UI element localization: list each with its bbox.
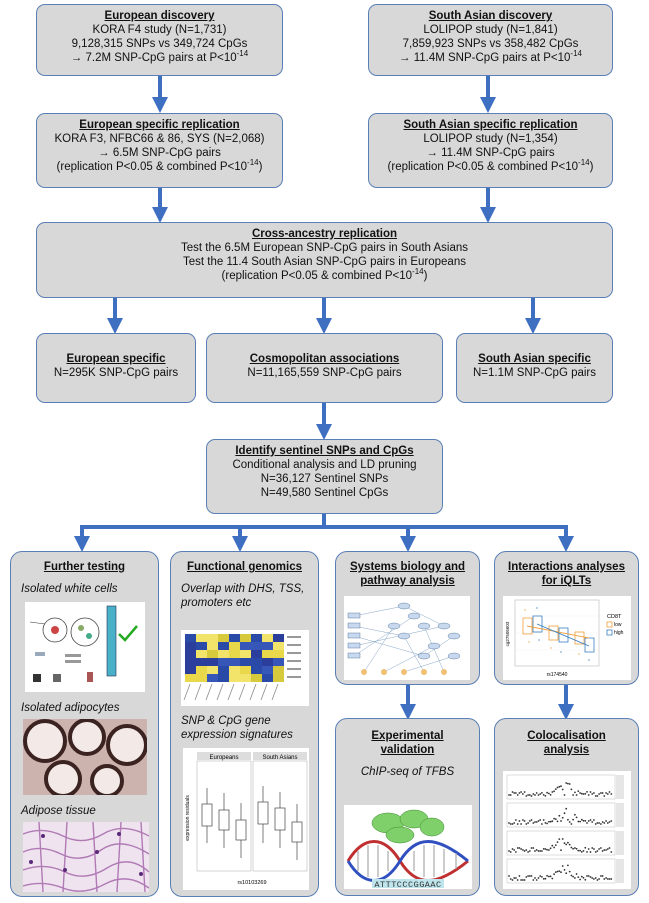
adipocytes-figure [23, 719, 147, 795]
functional-title: Functional genomics [186, 561, 302, 573]
sentinel-line-3: N=49,580 Sentinel CpGs [260, 487, 389, 499]
cross-ancestry-line-2: Test the 11.4 South Asian SNP-CpG pairs … [183, 256, 466, 268]
eu-replication-line-1: KORA F3, NFBC66 & 86, SYS (N=2,068) [54, 133, 265, 145]
expression-xlabel: rs10103269 [237, 880, 266, 886]
expression-boxplot-figure: Europeans South Asians expression residu… [183, 748, 309, 890]
systems-title-line-1: Systems biology and [349, 561, 466, 573]
coloc-title-line-1: Colocalisation [527, 730, 606, 742]
cross-ancestry-line-1: Test the 6.5M European SNP-CpG pairs in … [180, 242, 468, 254]
cross-ancestry-title: Cross-ancestry replication [251, 228, 398, 240]
facet-europeans: Europeans [209, 755, 238, 761]
experimental-item: ChIP-seq of TFBS [360, 766, 455, 778]
eu-discovery-title: European discovery [104, 10, 215, 22]
experimental-title-line-1: Experimental [371, 730, 444, 742]
cross-ancestry-box: Cross-ancestry replication Test the 6.5M… [36, 222, 613, 298]
sa-specific-box: South Asian specific N=1.1M SNP-CpG pair… [456, 333, 613, 403]
cosmopolitan-title: Cosmopolitan associations [249, 353, 400, 365]
white-cells-figure [25, 602, 145, 692]
eu-discovery-box: European discovery KORA F4 study (N=1,73… [36, 4, 283, 76]
eu-replication-box: European specific replication KORA F3, N… [36, 113, 283, 188]
further-item-white-cells: Isolated white cells [21, 583, 118, 595]
expression-ylabel: expression residuals [185, 795, 191, 841]
sentinel-line-1: Conditional analysis and LD pruning [232, 459, 417, 471]
sa-discovery-line-2: 7,859,923 SNPs vs 358,482 CpGs [402, 38, 579, 50]
interaction-boxplot-figure: CD8T low high rs174540 cg27505603 [503, 596, 631, 680]
functional-item-expression: SNP & CpG gene expression signatures [181, 715, 293, 741]
interactions-title-line-1: Interactions analyses [508, 561, 625, 573]
legend-title: CD8T [607, 614, 622, 620]
eu-replication-title: European specific replication [79, 119, 240, 131]
legend-high: high [614, 630, 624, 636]
systems-biology-panel: Systems biology and pathway analysis [335, 551, 480, 685]
eu-discovery-pairs: → 7.2M SNP-CpG pairs at P<10-14 [70, 49, 249, 64]
sa-specific-title: South Asian specific [478, 353, 591, 365]
sa-discovery-title: South Asian discovery [428, 10, 553, 22]
sa-discovery-line-1: LOLIPOP study (N=1,841) [423, 24, 558, 36]
dna-sequence: ATTTCCCGGAAC [374, 880, 441, 889]
sa-discovery-box: South Asian discovery LOLIPOP study (N=1… [368, 4, 613, 76]
sentinel-box: Identify sentinel SNPs and CpGs Conditio… [206, 439, 443, 514]
cosmopolitan-line: N=11,165,559 SNP-CpG pairs [247, 367, 402, 379]
interaction-ylabel: cg27505603 [505, 621, 510, 646]
colocalisation-figure [503, 771, 631, 889]
eu-discovery-line-1: KORA F4 study (N=1,731) [92, 24, 227, 36]
interactions-panel: Interactions analyses for iQLTs CD8T low… [494, 551, 639, 685]
sa-discovery-pairs: → 11.4M SNP-CpG pairs at P<10-14 [399, 49, 582, 64]
further-testing-panel: Further testing Isolated white cells Iso… [10, 551, 159, 897]
network-figure [344, 596, 470, 680]
interaction-xlabel: rs174540 [547, 672, 568, 678]
colocalisation-panel: Colocalisation analysis [494, 718, 639, 896]
functional-item-overlap: Overlap with DHS, TSS, promoters etc [181, 583, 305, 609]
legend-low: low [614, 622, 622, 628]
sa-replication-line-1: LOLIPOP study (N=1,354) [423, 133, 558, 145]
dna-figure: ATTTCCCGGAAC [344, 805, 472, 889]
eu-replication-note: (replication P<0.05 & combined P<10-14) [56, 158, 263, 173]
heatmap-figure [181, 630, 309, 706]
sentinel-title: Identify sentinel SNPs and CpGs [235, 445, 414, 457]
sa-replication-note: (replication P<0.05 & combined P<10-14) [387, 158, 594, 173]
sa-replication-box: South Asian specific replication LOLIPOP… [368, 113, 613, 188]
functional-genomics-panel: Functional genomics Overlap with DHS, TS… [170, 551, 319, 897]
facet-south-asians: South Asians [262, 755, 297, 761]
cosmopolitan-box: Cosmopolitan associations N=11,165,559 S… [206, 333, 443, 403]
sa-replication-title: South Asian specific replication [403, 119, 578, 131]
further-testing-title: Further testing [43, 561, 126, 573]
sa-replication-line-2: → 11.4M SNP-CpG pairs [426, 147, 555, 159]
coloc-title-line-2: analysis [543, 744, 590, 756]
cross-ancestry-note: (replication P<0.05 & combined P<10-14) [221, 267, 428, 282]
eu-specific-box: European specific N=295K SNP-CpG pairs [36, 333, 196, 403]
sa-specific-line: N=1.1M SNP-CpG pairs [472, 367, 597, 379]
sentinel-line-2: N=36,127 Sentinel SNPs [260, 473, 389, 485]
further-item-adipose-tissue: Adipose tissue [21, 805, 96, 817]
eu-replication-line-2: → 6.5M SNP-CpG pairs [98, 147, 221, 159]
further-item-adipocytes: Isolated adipocytes [21, 702, 120, 714]
eu-discovery-line-2: 9,128,315 SNPs vs 349,724 CpGs [71, 38, 248, 50]
eu-specific-title: European specific [66, 353, 166, 365]
interactions-title-line-2: for iQLTs [541, 575, 592, 587]
systems-title-line-2: pathway analysis [360, 575, 455, 587]
experimental-validation-panel: Experimental validation ChIP-seq of TFBS… [335, 718, 480, 896]
adipose-tissue-figure [23, 822, 149, 892]
eu-specific-line: N=295K SNP-CpG pairs [53, 367, 179, 379]
experimental-title-line-2: validation [380, 744, 435, 756]
